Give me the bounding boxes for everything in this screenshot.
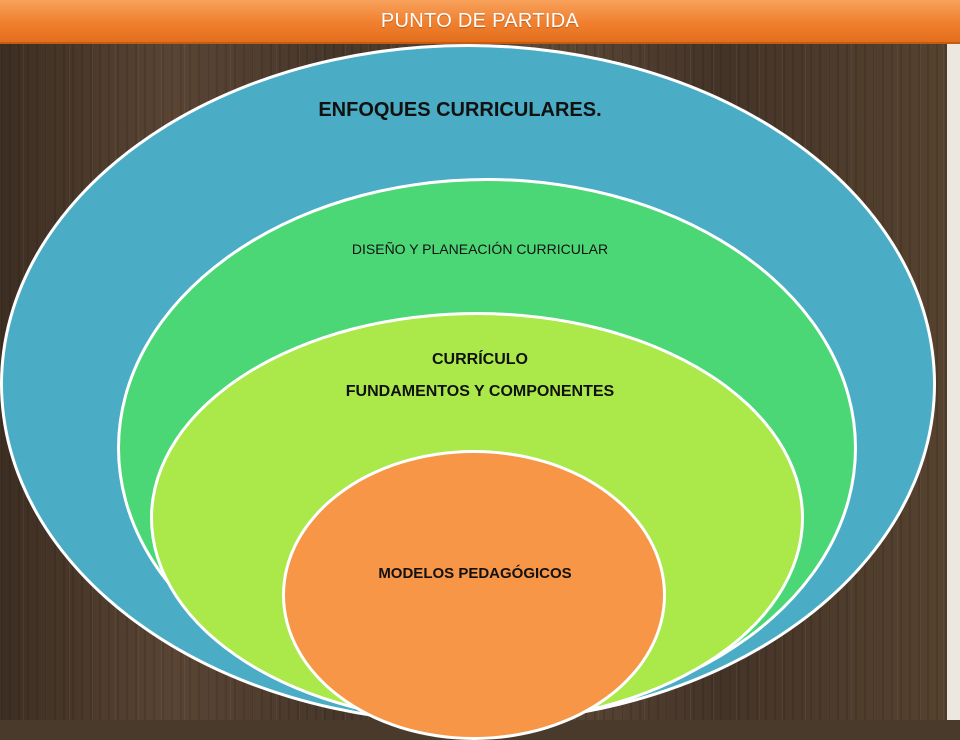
label-modelos-pedagogicos: MODELOS PEDAGÓGICOS — [378, 565, 572, 582]
label-diseno-planeacion: DISEÑO Y PLANEACIÓN CURRICULAR — [351, 241, 609, 257]
label-enfoques-curriculares: ENFOQUES CURRICULARES. — [318, 99, 602, 121]
label-curriculo: CURRÍCULO — [432, 351, 528, 368]
ellipse-modelos-pedagogicos — [282, 450, 666, 740]
right-edge-strip — [947, 44, 960, 720]
label-fundamentos-componentes: FUNDAMENTOS Y COMPONENTES — [345, 383, 615, 400]
title-bar: PUNTO DE PARTIDA — [0, 0, 960, 44]
page-title: PUNTO DE PARTIDA — [380, 9, 580, 32]
